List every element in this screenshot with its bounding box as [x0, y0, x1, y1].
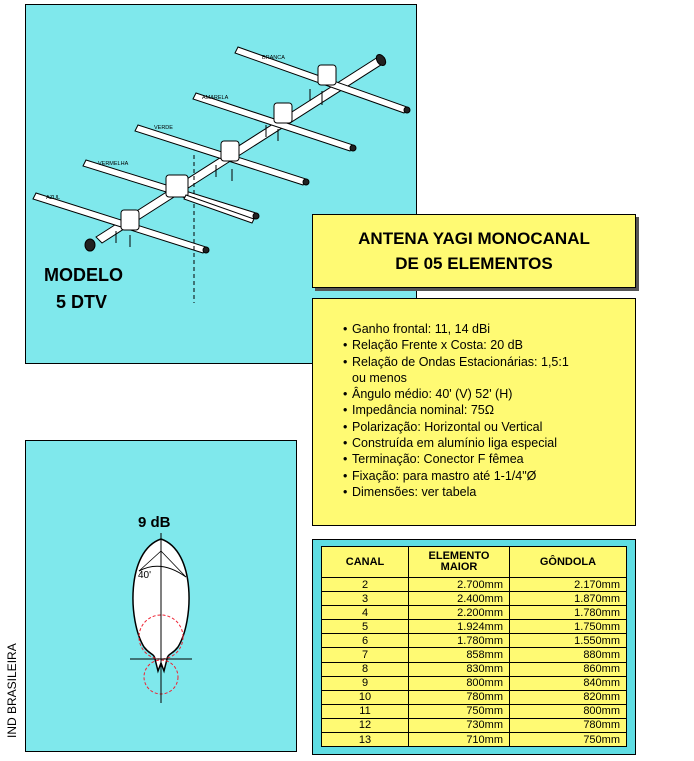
yagi-antenna-drawing: BRANCA AMARELA VERDE VERMELHA AZUL: [32, 46, 411, 303]
cell-gondola: 2.170mm: [509, 576, 627, 593]
spec-item: Ângulo médio: 40' (V) 52' (H): [343, 386, 569, 403]
cell-canal: 12: [321, 717, 409, 734]
label-verde: VERDE: [154, 125, 173, 131]
label-amarela: AMARELA: [202, 95, 229, 101]
cell-elemento-maior: 858mm: [408, 647, 510, 663]
table-header-row: CANAL ELEMENTO MAIOR GÔNDOLA: [321, 546, 627, 578]
pattern-angle-label: 40': [138, 570, 151, 581]
spec-item: Ganho frontal: 11, 14 dBi: [343, 321, 569, 338]
cell-gondola: 880mm: [509, 647, 627, 663]
title-line-2: DE 05 ELEMENTOS: [395, 254, 553, 273]
cell-gondola: 820mm: [509, 689, 627, 705]
cell-elemento-maior: 2.700mm: [408, 576, 510, 593]
cell-canal: 3: [321, 591, 409, 607]
cell-elemento-maior: 1.924mm: [408, 619, 510, 635]
spec-item: Terminação: Conector F fêmea: [343, 451, 569, 468]
cell-canal: 5: [321, 619, 409, 635]
cell-canal: 11: [321, 703, 409, 719]
spec-item: Construída em alumínio liga especial: [343, 435, 569, 452]
radiation-pattern-diagram: 9 dB 40': [130, 514, 192, 703]
cell-gondola: 860mm: [509, 661, 627, 677]
cell-elemento-maior: 800mm: [408, 675, 510, 691]
spec-item: Relação Frente x Costa: 20 dB: [343, 337, 569, 354]
cell-canal: 4: [321, 605, 409, 621]
cell-elemento-maior: 2.400mm: [408, 591, 510, 607]
cell-canal: 13: [321, 732, 409, 748]
specifications-list: Ganho frontal: 11, 14 dBi Relação Frente…: [343, 321, 569, 501]
cell-canal: 6: [321, 633, 409, 649]
pattern-gain-label: 9 dB: [138, 514, 171, 531]
cell-gondola: 800mm: [509, 703, 627, 719]
cell-gondola: 750mm: [509, 732, 627, 748]
label-azul: AZUL: [46, 195, 60, 201]
spec-item: Polarização: Horizontal ou Vertical: [343, 419, 569, 436]
label-branca: BRANCA: [262, 55, 285, 61]
cell-canal: 7: [321, 647, 409, 663]
cell-canal: 8: [321, 661, 409, 677]
model-number: 5 DTV: [56, 292, 108, 312]
spec-item: Relação de Ondas Estacionárias: 1,5:1: [343, 354, 569, 371]
model-label: MODELO: [44, 265, 123, 285]
cell-gondola: 780mm: [509, 717, 627, 734]
header-gondola: GÔNDOLA: [509, 546, 627, 578]
cell-gondola: 1.550mm: [509, 633, 627, 649]
cell-gondola: 1.780mm: [509, 605, 627, 621]
side-text: IND BRASILEIRA: [5, 643, 19, 738]
spec-item: Impedância nominal: 75Ω: [343, 402, 569, 419]
cell-elemento-maior: 710mm: [408, 732, 510, 748]
antenna-illustration-panel: BRANCA AMARELA VERDE VERMELHA AZUL MODEL…: [25, 4, 417, 364]
label-vermelha: VERMELHA: [98, 161, 129, 167]
cell-canal: 10: [321, 689, 409, 705]
cell-elemento-maior: 730mm: [408, 717, 510, 734]
cell-elemento-maior: 830mm: [408, 661, 510, 677]
cell-gondola: 1.870mm: [509, 591, 627, 607]
cell-elemento-maior: 750mm: [408, 703, 510, 719]
spec-item: Fixação: para mastro até 1-1/4"Ø: [343, 468, 569, 485]
cell-elemento-maior: 780mm: [408, 689, 510, 705]
cell-elemento-maior: 1.780mm: [408, 633, 510, 649]
cell-elemento-maior: 2.200mm: [408, 605, 510, 621]
cell-gondola: 1.750mm: [509, 619, 627, 635]
title-box: ANTENA YAGI MONOCANAL DE 05 ELEMENTOS: [312, 214, 636, 288]
spec-item-continuation: ou menos: [352, 370, 407, 385]
cell-gondola: 840mm: [509, 675, 627, 691]
specifications-box: Ganho frontal: 11, 14 dBi Relação Frente…: [312, 298, 636, 526]
cell-canal: 2: [321, 576, 409, 593]
radiation-pattern-panel: 9 dB 40': [25, 440, 297, 752]
header-canal: CANAL: [321, 546, 409, 578]
title-line-1: ANTENA YAGI MONOCANAL: [358, 229, 590, 248]
header-elemento-maior: ELEMENTO MAIOR: [408, 546, 510, 578]
cell-canal: 9: [321, 675, 409, 691]
spec-item: Dimensões: ver tabela: [343, 484, 569, 501]
